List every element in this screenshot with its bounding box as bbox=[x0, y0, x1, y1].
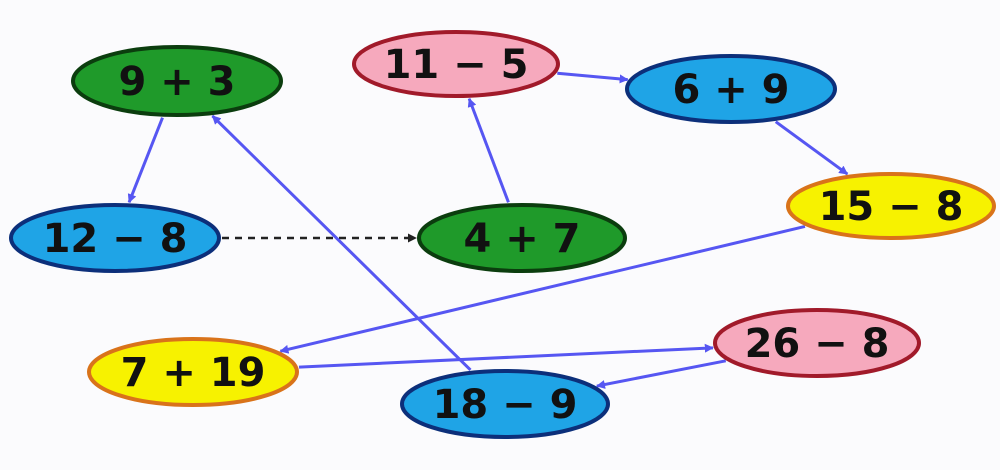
edge-11minus5-to-6plus9 bbox=[557, 71, 629, 84]
node-15-minus-8: 15 − 8 bbox=[786, 172, 996, 240]
node-7-plus-19-label: 7 + 19 bbox=[121, 350, 266, 396]
edge-6plus9-to-15minus8 bbox=[774, 120, 849, 176]
edge-7plus19-to-26minus8 bbox=[298, 343, 714, 369]
edge-18minus9-to-9plus3 bbox=[211, 114, 472, 372]
node-12-minus-8-label: 12 − 8 bbox=[43, 216, 188, 262]
node-12-minus-8: 12 − 8 bbox=[9, 203, 221, 273]
node-11-minus-5: 11 − 5 bbox=[352, 30, 560, 98]
node-9-plus-3: 9 + 3 bbox=[71, 45, 283, 117]
node-11-minus-5-label: 11 − 5 bbox=[384, 42, 529, 88]
edge-9plus3-to-12minus8 bbox=[127, 117, 164, 204]
node-26-minus-8-label: 26 − 8 bbox=[745, 321, 890, 367]
node-7-plus-19: 7 + 19 bbox=[87, 337, 299, 407]
node-18-minus-9: 18 − 9 bbox=[400, 369, 610, 439]
node-18-minus-9-label: 18 − 9 bbox=[433, 382, 578, 428]
edge-4plus7-to-11minus5 bbox=[467, 97, 510, 203]
node-4-plus-7-label: 4 + 7 bbox=[463, 216, 580, 262]
edge-26minus8-to-18minus9 bbox=[595, 359, 727, 389]
node-9-plus-3-label: 9 + 3 bbox=[118, 59, 235, 105]
node-26-minus-8: 26 − 8 bbox=[713, 308, 921, 378]
node-6-plus-9: 6 + 9 bbox=[625, 54, 837, 124]
node-15-minus-8-label: 15 − 8 bbox=[819, 184, 964, 230]
edge-15minus8-to-7plus19 bbox=[279, 224, 806, 354]
node-4-plus-7: 4 + 7 bbox=[417, 203, 627, 273]
edge-layer bbox=[127, 71, 849, 389]
node-6-plus-9-label: 6 + 9 bbox=[672, 67, 789, 113]
